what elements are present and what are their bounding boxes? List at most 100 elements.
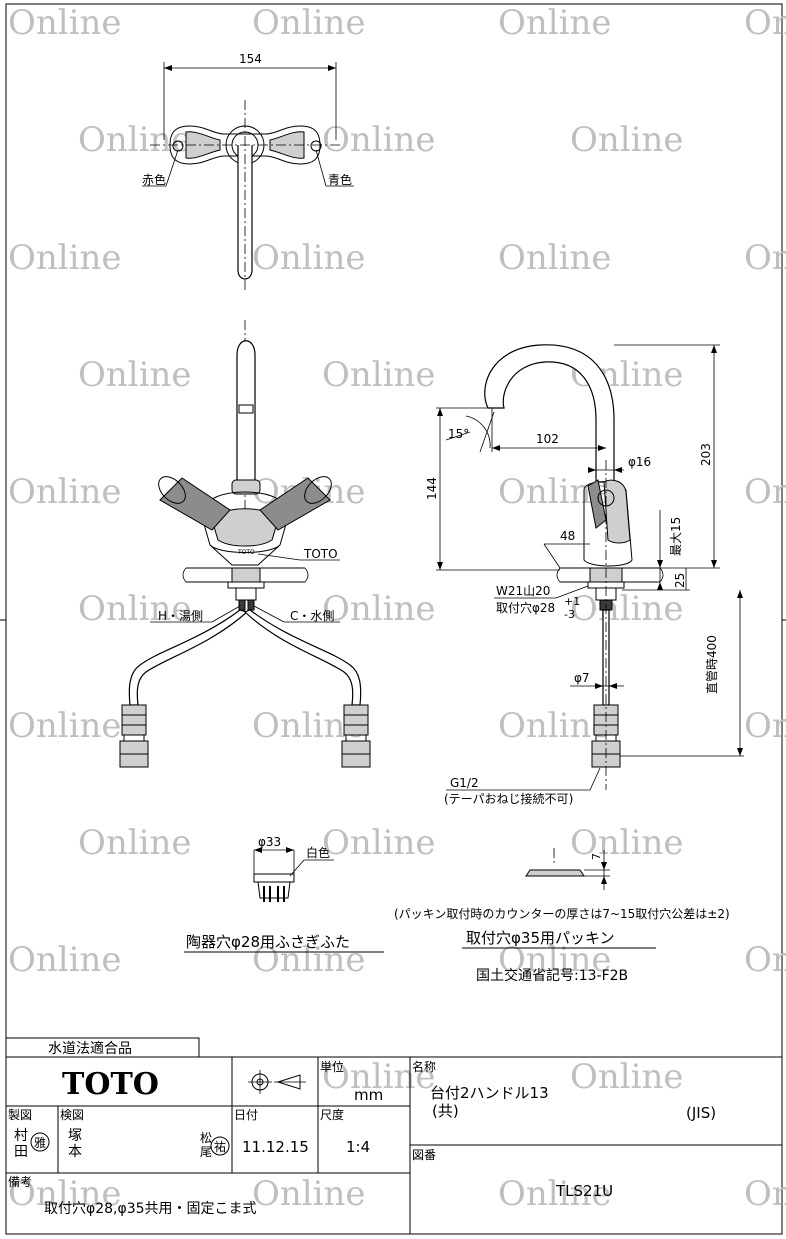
drafter-label: 製図 (8, 1108, 32, 1122)
top-view: 154 赤色 青色 (142, 52, 354, 290)
watermark: Online (498, 3, 612, 43)
watermark: Online (8, 706, 122, 746)
label-white: 白色 (306, 845, 330, 860)
name-label: 名称 (412, 1059, 436, 1074)
watermark: Online (498, 1174, 612, 1214)
dim-reach: 102 (536, 432, 559, 446)
brand-logo: TOTO (62, 1067, 159, 1102)
projection-symbol (248, 1070, 306, 1094)
remarks-text: 取付穴φ28,φ35共用・固定こま式 (44, 1201, 257, 1217)
label-hot: H・湯側 (158, 609, 203, 623)
dim-gap25: 25 (673, 573, 687, 588)
dim-base: 48 (560, 529, 575, 543)
gasket-caption: 取付穴φ35用パッキン (466, 929, 615, 947)
watermark: Online (744, 1174, 786, 1214)
side-view: 144 203 102 15° φ16 48 最大15 25 直管時400 W2 (425, 344, 744, 806)
dim-gasket-thk: 7 (590, 853, 603, 860)
watermark: Online (322, 823, 436, 863)
dim-supply-thread: G1/2 (450, 776, 479, 790)
name-line2: (共) (432, 1102, 459, 1120)
name-line1: 台付2ハンドル13 (430, 1084, 549, 1102)
dim-hole: 取付穴φ28 (496, 600, 555, 615)
checker-name-1: 塚 (68, 1128, 82, 1144)
gasket-detail: 7 (パッキン取付時のカウンターの厚さは7~15取付穴公差は±2) 取付穴φ35… (394, 848, 730, 984)
dim-max-thickness: 最大15 (669, 517, 683, 556)
cold-supply-nut (341, 704, 371, 768)
watermark: Online (498, 940, 612, 980)
dim-pipe-dia: φ16 (628, 455, 651, 469)
watermark: Online (744, 238, 786, 278)
checker-label: 検図 (60, 1108, 84, 1122)
watermark: Online (498, 238, 612, 278)
dim-hole-tol-plus: +1 (564, 595, 580, 608)
watermark: Online (8, 238, 122, 278)
watermark: Online (252, 3, 366, 43)
dim-supply-len: 直管時400 (704, 635, 719, 694)
watermark: Online (744, 472, 786, 512)
drawing-number: TLS21U (555, 1182, 613, 1200)
watermark: Online (8, 472, 122, 512)
mlit-code: 国土交通省記号:13-F2B (476, 967, 628, 984)
watermark: Online (322, 355, 436, 395)
label-toto: TOTO (303, 547, 338, 561)
date-value: 11.12.15 (242, 1138, 309, 1156)
remarks-label: 備考 (8, 1174, 32, 1189)
watermark: Online (8, 1174, 122, 1214)
checker-stamp-name-2: 尾 (200, 1145, 212, 1159)
watermark: Online (322, 589, 436, 629)
cap-caption: 陶器穴φ28用ふさぎふた (186, 933, 350, 951)
dim-height-spout: 144 (425, 477, 439, 500)
dim-angle: 15° (448, 427, 469, 441)
unit-label: 単位 (320, 1059, 344, 1074)
dim-hole-tol-minus: -3 (564, 608, 575, 621)
checker-stamp-name-1: 松 (200, 1131, 212, 1145)
watermark: Online (498, 706, 612, 746)
dim-thread: W21山20 (496, 584, 550, 598)
dim-top-width: 154 (239, 52, 262, 66)
watermark: Online (252, 238, 366, 278)
watermark: Online (744, 706, 786, 746)
title-block: 水道法適合品 TOTO 単位 mm 名称 台付2ハンドル13 (共) (JIS)… (5, 1037, 782, 1234)
date-label: 日付 (234, 1108, 258, 1122)
watermark: Online (8, 940, 122, 980)
watermark: Online (744, 3, 786, 43)
scale-label: 尺度 (320, 1107, 344, 1122)
dim-cap-dia: φ33 (258, 835, 281, 849)
front-view: TOTO TOTO H・湯側 (119, 320, 371, 768)
dim-supply-note: (テーパおねじ接続不可) (444, 791, 573, 806)
watermark: Online (322, 1057, 436, 1097)
gasket-note: (パッキン取付時のカウンターの厚さは7~15取付穴公差は±2) (394, 906, 730, 921)
watermark: Online (78, 120, 192, 160)
watermark: Online (322, 120, 436, 160)
conformity-label: 水道法適合品 (48, 1040, 132, 1057)
watermark: Online (78, 355, 192, 395)
unit-value: mm (354, 1086, 383, 1104)
hot-supply-nut (119, 704, 149, 768)
watermark: Online (78, 823, 192, 863)
watermark: Online (570, 589, 684, 629)
checker-name-2: 本 (68, 1144, 82, 1160)
watermark: Online (570, 823, 684, 863)
watermark-layer: Online Online Online Online Online Onlin… (8, 3, 786, 1214)
name-standard: (JIS) (686, 1104, 716, 1122)
scale-value: 1:4 (346, 1138, 370, 1156)
drafter-name-2: 田 (14, 1144, 28, 1160)
watermark: Online (570, 120, 684, 160)
watermark: Online (252, 1174, 366, 1214)
dim-height-total: 203 (699, 443, 713, 466)
cap-detail: φ33 白色 陶器穴φ28用ふさぎふた (184, 835, 384, 953)
drawing-frame (5, 3, 783, 1235)
drafter-name-1: 村 (14, 1128, 28, 1144)
dim-supply-dia: φ7 (574, 671, 590, 685)
watermark: Online (570, 1057, 684, 1097)
toto-badge: TOTO (237, 549, 255, 556)
watermark: Online (744, 940, 786, 980)
label-cold: C・水側 (290, 609, 334, 623)
drafter-stamp: 雅 (34, 1135, 46, 1150)
checker-stamp: 祐 (214, 1140, 226, 1154)
drawing-number-label: 図番 (412, 1148, 436, 1162)
watermark: Online (252, 940, 366, 980)
label-blue: 青色 (328, 173, 352, 187)
label-red: 赤色 (142, 173, 166, 187)
